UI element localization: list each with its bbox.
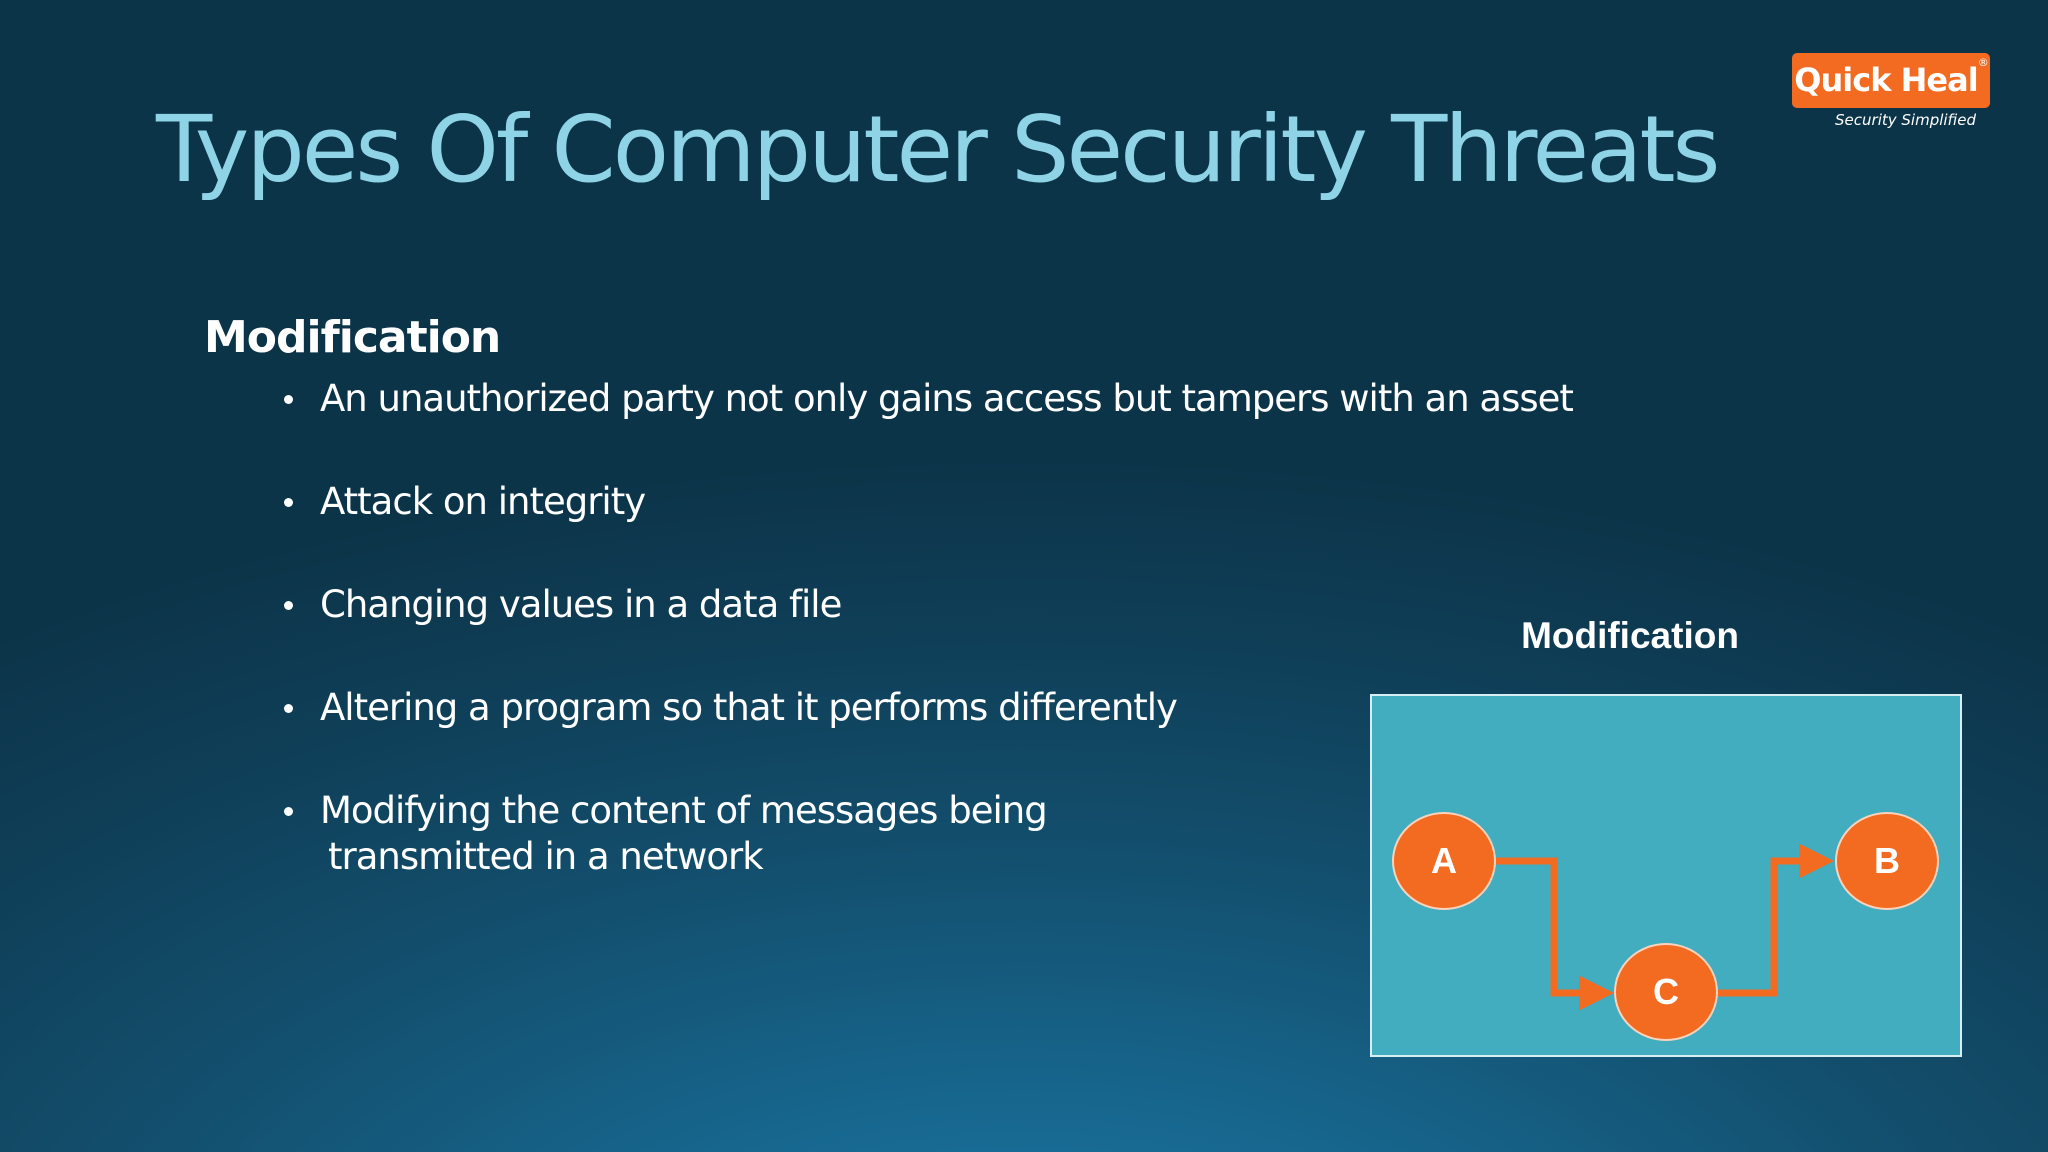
- bullet-dot: [284, 704, 293, 713]
- quick-heal-logo: Quick Heal® Security Simplified: [1792, 53, 1990, 129]
- bullet-text: Changing values in a data file: [320, 583, 842, 626]
- bullet-text: Altering a program so that it performs d…: [320, 686, 1178, 729]
- bullet-dot: [284, 395, 293, 404]
- bullet-item: Attack on integrity: [278, 479, 1578, 525]
- logo-name: Quick Heal: [1794, 61, 1978, 99]
- bullet-dot: [284, 498, 293, 507]
- node-c: C: [1614, 943, 1718, 1041]
- arrow-a-to-c: [1494, 857, 1614, 1011]
- modification-diagram: A B C: [1370, 694, 1962, 1057]
- bullet-dot: [284, 807, 293, 816]
- logo-registered-mark: ®: [1977, 56, 1989, 69]
- bullet-text: Attack on integrity: [320, 480, 646, 523]
- bullet-list: An unauthorized party not only gains acc…: [278, 376, 1578, 937]
- bullet-text-line-1: Modifying the content of messages being: [320, 789, 1048, 832]
- bullet-dot: [284, 601, 293, 610]
- arrow-c-to-b: [1716, 843, 1834, 997]
- logo-badge: Quick Heal®: [1792, 53, 1990, 108]
- node-b: B: [1835, 812, 1939, 910]
- diagram-arrows: [1494, 843, 1834, 1011]
- logo-tagline: Security Simplified: [1835, 111, 1976, 129]
- diagram-title: Modification: [1521, 615, 1739, 656]
- node-a: A: [1392, 812, 1496, 910]
- bullet-text-line-2: transmitted in a network: [328, 835, 764, 878]
- bullet-item: An unauthorized party not only gains acc…: [278, 376, 1578, 422]
- bullet-item: Modifying the content of messages being …: [278, 788, 1120, 880]
- bullet-item: Altering a program so that it performs d…: [278, 685, 1578, 731]
- bullet-text: An unauthorized party not only gains acc…: [320, 377, 1574, 420]
- slide-title: Types Of Computer Security Threats: [156, 96, 1720, 203]
- bullet-item: Changing values in a data file: [278, 582, 1578, 628]
- section-heading: Modification: [204, 312, 501, 363]
